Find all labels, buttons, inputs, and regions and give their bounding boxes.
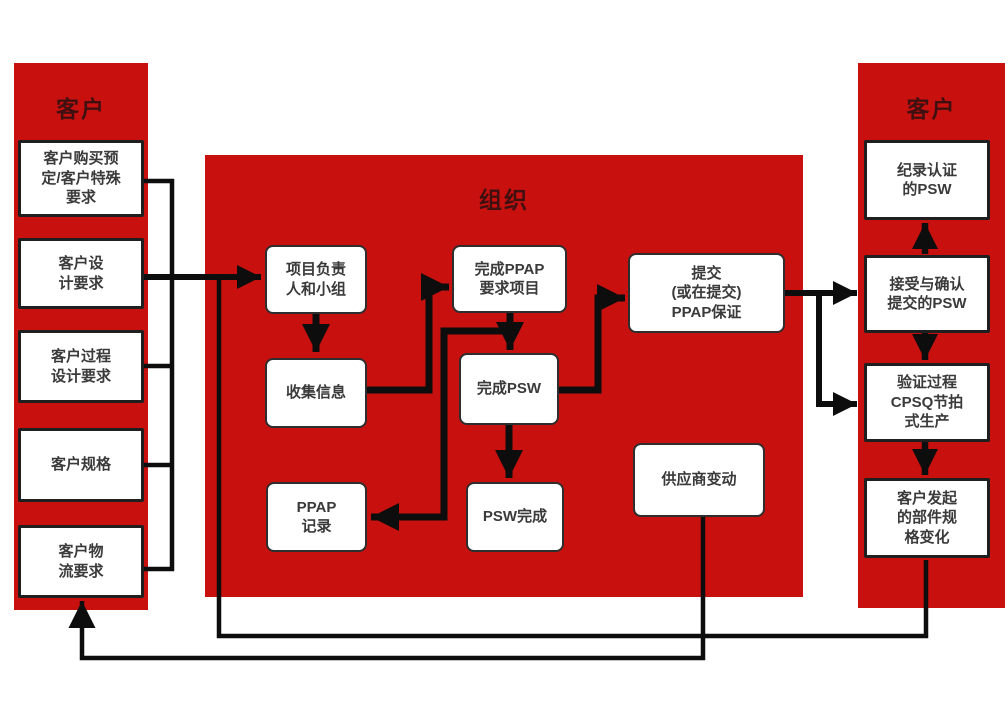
box-customer-initiated-spec-change: 客户发起 的部件规 格变化 xyxy=(864,478,990,558)
box-ppap-records: PPAP 记录 xyxy=(266,482,367,552)
box-psw-done: PSW完成 xyxy=(466,482,564,552)
arrow-supplier-change-to-logistics xyxy=(68,515,706,661)
arrow-submit-to-verify-process xyxy=(816,293,857,416)
box-customer-purchase-special-requirements: 客户购买预 定/客户特殊 要求 xyxy=(18,140,144,217)
box-accept-confirm-psw: 接受与确认 提交的PSW xyxy=(864,255,990,333)
box-complete-psw: 完成PSW xyxy=(459,353,559,425)
arrow-complete-psw-to-submit xyxy=(559,284,625,394)
box-project-leader-team: 项目负责 人和小组 xyxy=(265,245,367,314)
customer-right-title: 客户 xyxy=(906,96,957,122)
arrow-branch-to-ppap-records xyxy=(371,327,512,531)
customer-left-title: 客户 xyxy=(56,96,106,122)
box-customer-logistics-requirements: 客户物 流要求 xyxy=(18,525,144,598)
connector-spec-change-feedback xyxy=(216,279,929,639)
organization-title: 组织 xyxy=(479,187,529,213)
box-customer-process-design-requirements: 客户过程 设计要求 xyxy=(18,330,144,403)
box-record-certified-psw: 纪录认证 的PSW xyxy=(864,140,990,220)
box-customer-specs: 客户规格 xyxy=(18,428,144,502)
box-collect-info: 收集信息 xyxy=(265,358,367,428)
box-verify-process-cpsq: 验证过程 CPSQ节拍 式生产 xyxy=(864,363,990,442)
box-customer-design-requirements: 客户设 计要求 xyxy=(18,238,144,309)
box-complete-ppap-items: 完成PPAP 要求项目 xyxy=(452,245,567,313)
arrow-collect-info-to-ppap-items xyxy=(367,273,449,394)
box-supplier-change: 供应商变动 xyxy=(633,443,765,517)
box-submit-ppap-warrant: 提交 (或在提交) PPAP保证 xyxy=(628,253,785,333)
